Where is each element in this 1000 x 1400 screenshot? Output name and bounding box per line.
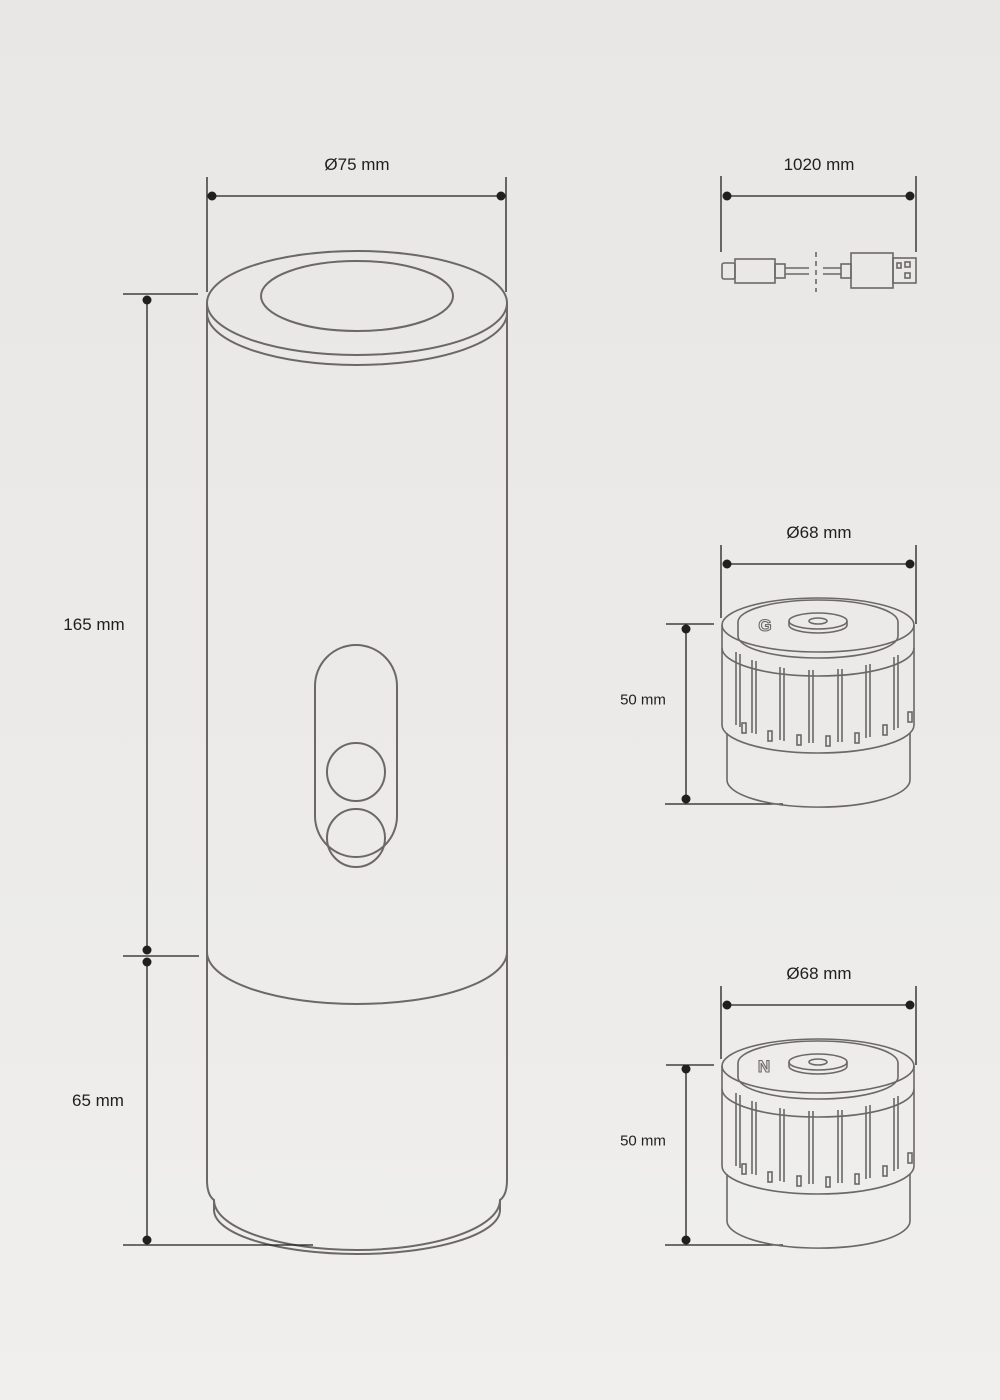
- grip-ribs: [735, 652, 899, 743]
- lid-top: [206, 250, 508, 356]
- button-top-icon: [326, 742, 386, 802]
- cable-drawing: [721, 252, 917, 292]
- main-upper-height-label: 165 mm: [63, 615, 125, 634]
- base-foot: [213, 1200, 501, 1255]
- control-panel: [314, 644, 398, 858]
- base-seam: [206, 951, 508, 1005]
- grip-ribs: [735, 1093, 899, 1184]
- adapter-g-drawing: [721, 597, 915, 808]
- lid-rim: [206, 303, 508, 366]
- usb-a-body: [850, 252, 894, 289]
- usb-a-plug-icon: [892, 257, 917, 284]
- main-lower-height-label: 65 mm: [72, 1091, 124, 1110]
- button-bottom-icon: [326, 808, 386, 868]
- adapter-n-dimensions: [665, 986, 917, 1246]
- adapter-g-height-label: 50 mm: [620, 691, 666, 709]
- main-unit-drawing: [206, 250, 508, 1255]
- lid-recess: [260, 260, 454, 332]
- main-diameter-label: Ø75 mm: [324, 155, 390, 174]
- adapter-g-dimensions: [665, 545, 917, 805]
- adapter-n-letter: N: [758, 1057, 770, 1076]
- adapter-g-letter: G: [758, 616, 771, 635]
- main-unit-dimensions: [123, 177, 507, 1246]
- cable-length-label: 1020 mm: [783, 155, 855, 174]
- usb-c-tip-icon: [721, 262, 736, 280]
- cable-dimensions: [720, 176, 917, 252]
- usb-c-strain: [774, 263, 786, 279]
- usb-a-strain: [840, 263, 852, 279]
- usb-c-body: [734, 258, 776, 284]
- adapter-n-drawing: [721, 1038, 915, 1249]
- adapter-n-diameter-label: Ø68 mm: [786, 964, 852, 983]
- adapter-n-height-label: 50 mm: [620, 1132, 666, 1150]
- adapter-g-diameter-label: Ø68 mm: [786, 523, 852, 542]
